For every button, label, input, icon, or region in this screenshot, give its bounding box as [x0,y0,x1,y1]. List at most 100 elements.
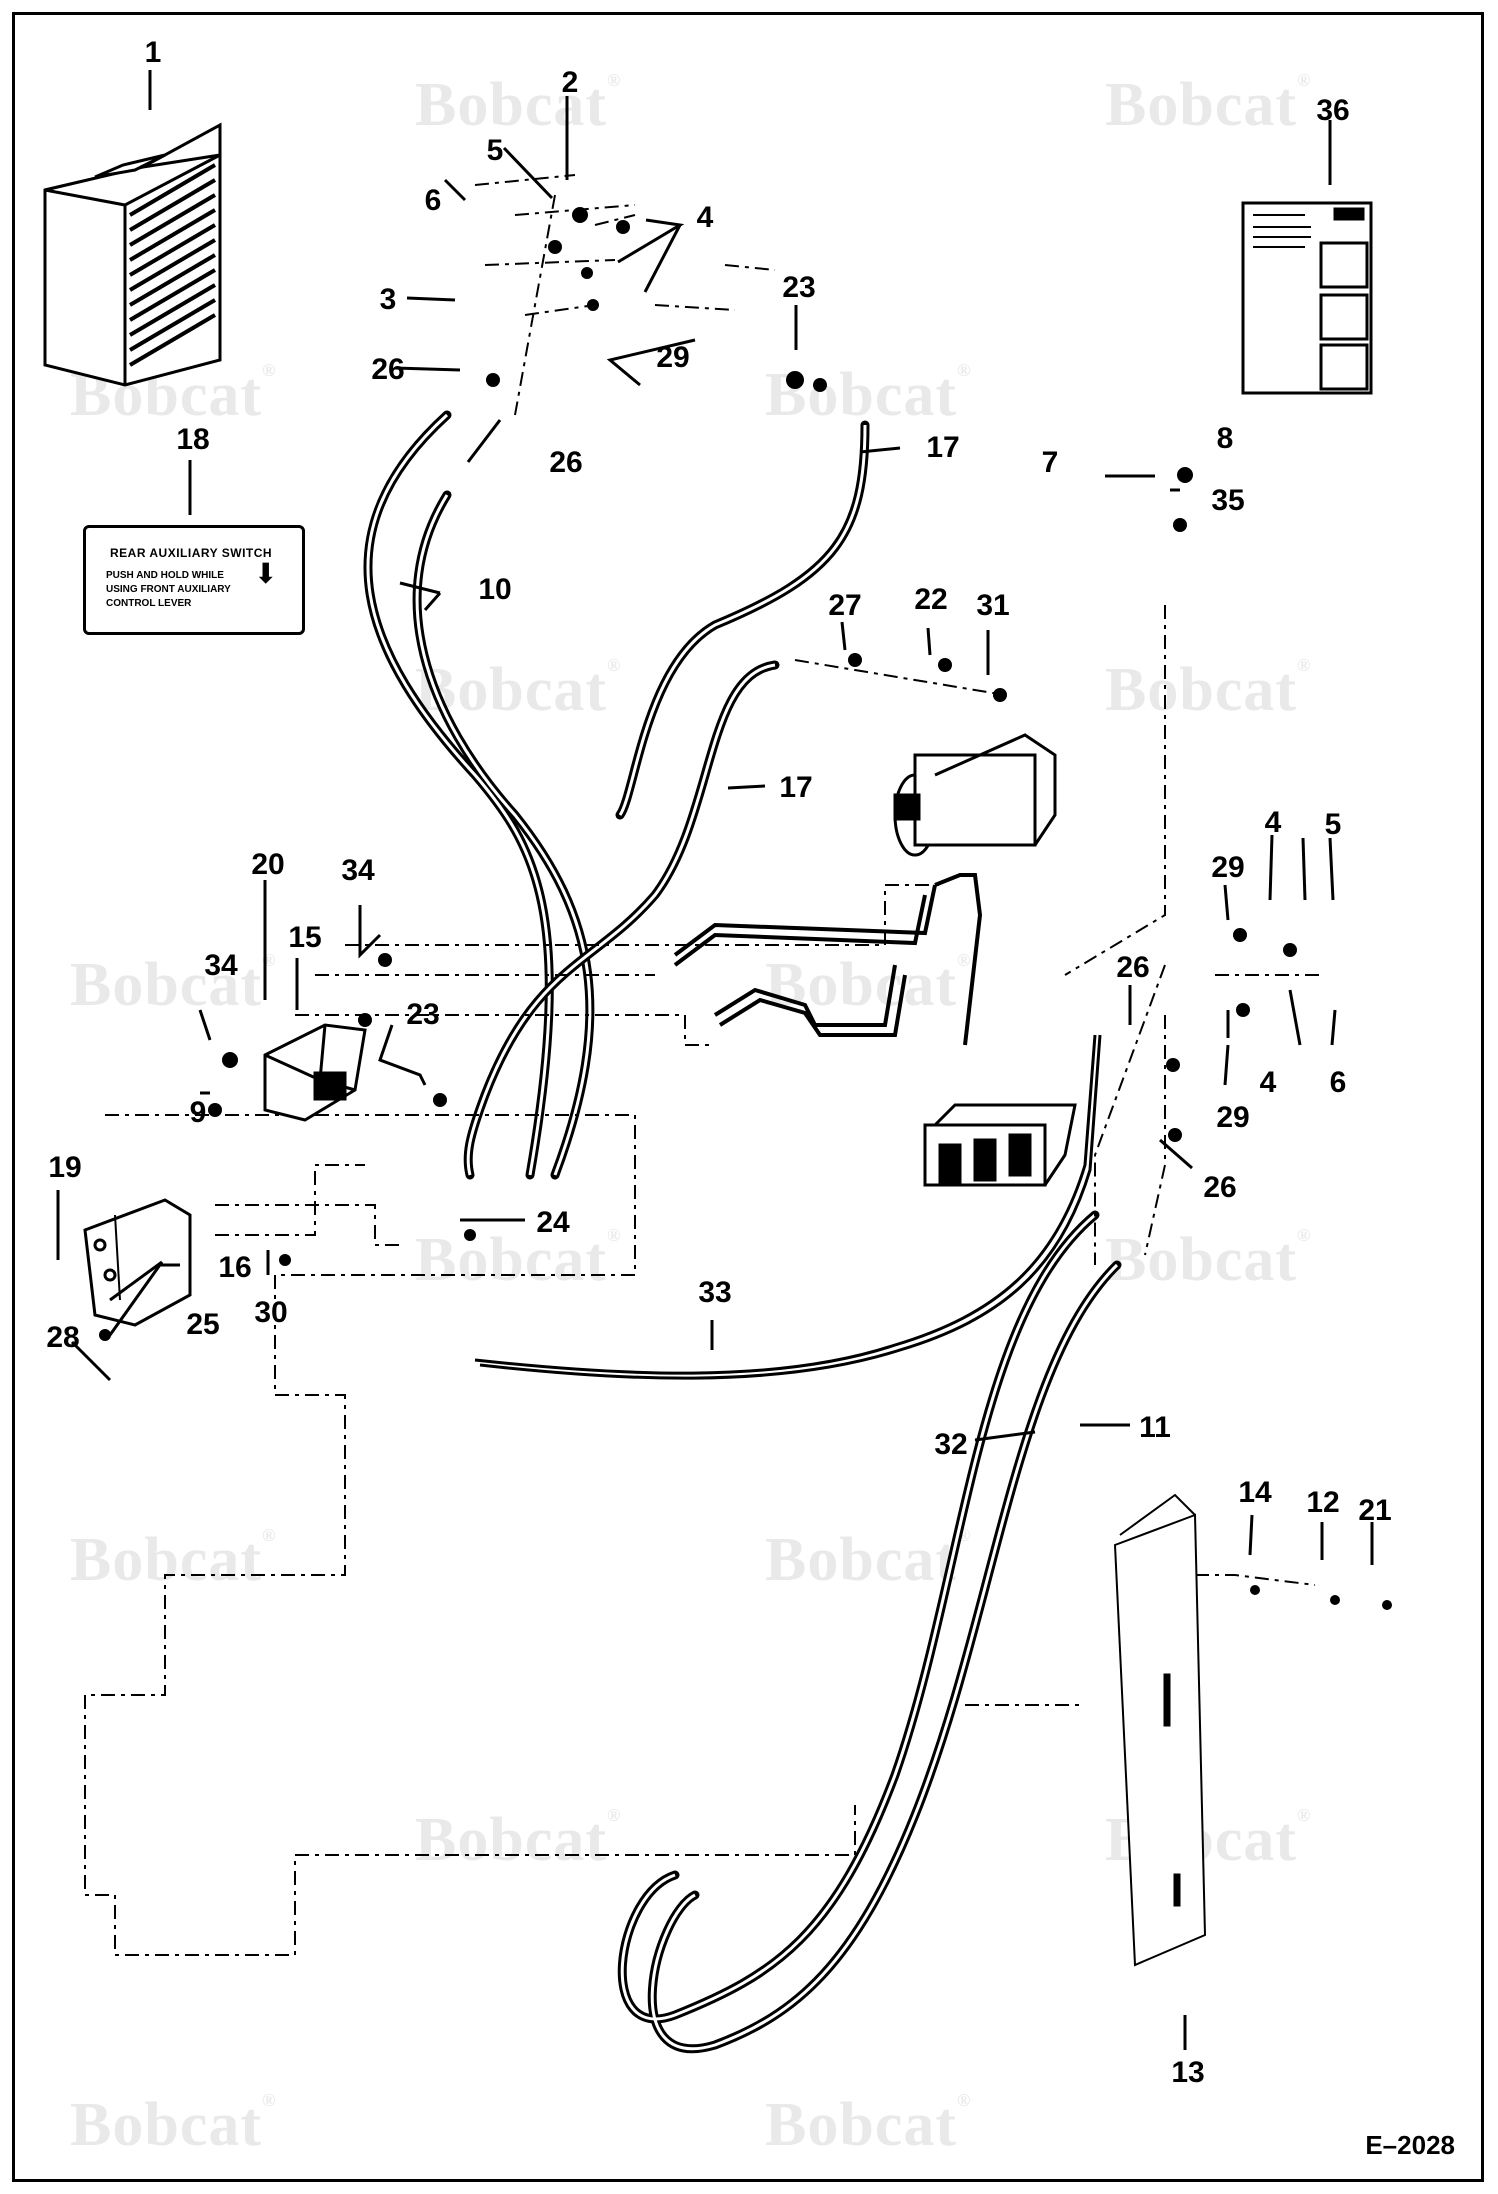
callout-3: 3 [379,283,397,316]
callout-23: 23 [406,998,440,1031]
callout-29: 29 [1211,851,1245,884]
watermark-text: Bobcat [415,71,607,139]
callout-35: 35 [1211,484,1245,517]
manifold-block [263,1023,367,1122]
control-valve [923,1103,1077,1187]
routing-lines [84,174,1325,1956]
watermark-bobcat: Bobcat® [70,1525,276,1596]
callout-4: 4 [696,201,714,234]
callout-29: 29 [1216,1101,1250,1134]
watermark-text: Bobcat [70,2091,262,2159]
watermark-registered-mark: ® [957,950,972,970]
watermark-registered-mark: ® [957,360,972,380]
kit-carton [43,122,222,387]
callout-26: 26 [1116,951,1150,984]
callout-5: 5 [486,134,504,167]
watermark-text: Bobcat [70,951,262,1019]
watermark-text: Bobcat [1105,1226,1297,1294]
arrow-down-icon: ⬇ [254,558,278,589]
watermark-bobcat: Bobcat® [765,2090,971,2161]
mounting-plate [1113,1493,1207,1967]
callout-4: 4 [1259,1066,1277,1099]
diagram-frame: Bobcat®Bobcat®Bobcat®Bobcat®Bobcat®Bobca… [12,12,1484,2182]
watermark-text: Bobcat [415,1806,607,1874]
callout-6: 6 [424,184,442,217]
watermark-registered-mark: ® [1297,655,1312,675]
watermark-text: Bobcat [1105,71,1297,139]
decal-line-2: USING FRONT AUXILIARY [106,584,231,595]
callout-14: 14 [1238,1476,1272,1509]
decal-title: REAR AUXILIARY SWITCH [110,546,273,560]
watermark-registered-mark: ® [607,1805,622,1825]
callout-7: 7 [1041,446,1059,479]
callout-12: 12 [1306,1486,1340,1519]
callout-2: 2 [561,66,579,99]
watermark-bobcat: Bobcat® [1105,655,1311,726]
callout-17: 17 [926,431,960,464]
callout-8: 8 [1216,422,1234,455]
watermark-registered-mark: ® [1297,70,1312,90]
callout-26: 26 [549,446,583,479]
watermark-bobcat: Bobcat® [765,360,971,431]
callout-24: 24 [536,1206,570,1239]
watermark-registered-mark: ® [957,2090,972,2110]
watermark-text: Bobcat [415,1226,607,1294]
callout-13: 13 [1171,2056,1205,2089]
watermark-registered-mark: ® [262,2090,277,2110]
watermark-bobcat: Bobcat® [415,1805,621,1876]
callout-16: 16 [218,1251,252,1284]
bracket-16 [83,1198,192,1327]
callout-25: 25 [186,1308,220,1341]
watermark-bobcat: Bobcat® [70,2090,276,2161]
watermark-bobcat: Bobcat® [765,1525,971,1596]
callout-34: 34 [204,949,238,982]
callout-36: 36 [1316,94,1350,127]
callout-26: 26 [1203,1171,1237,1204]
callout-31: 31 [976,589,1010,622]
callout-28: 28 [46,1321,80,1354]
callout-20: 20 [251,848,285,881]
callout-19: 19 [48,1151,82,1184]
callout-22: 22 [914,583,948,616]
watermark-text: Bobcat [765,2091,957,2159]
callout-15: 15 [288,921,322,954]
callout-29: 29 [656,341,690,374]
callout-30: 30 [254,1296,288,1329]
watermark-bobcat: Bobcat® [1105,1225,1311,1296]
manual-sheet [1241,201,1373,395]
watermark-bobcat: Bobcat® [415,1225,621,1296]
watermark-bobcat: Bobcat® [70,950,276,1021]
callout-1: 1 [144,36,162,69]
watermark-bobcat: Bobcat® [765,950,971,1021]
callout-34: 34 [341,854,375,887]
callout-27: 27 [828,589,862,622]
callout-17: 17 [779,771,813,804]
pump [893,733,1057,857]
parts-diagram [43,122,1392,2053]
watermark-registered-mark: ® [262,1525,277,1545]
callout-18: 18 [176,423,210,456]
watermark-registered-mark: ® [607,655,622,675]
steel-tubes [673,873,983,1046]
decal-line-1: PUSH AND HOLD WHILE [106,570,224,581]
watermark-registered-mark: ® [262,360,277,380]
watermark-bobcat: Bobcat® [1105,70,1311,141]
harness-33 [474,1034,1102,1380]
watermark-registered-mark: ® [607,70,622,90]
watermark-registered-mark: ® [607,1225,622,1245]
callout-5: 5 [1324,808,1342,841]
watermark-registered-mark: ® [1297,1805,1312,1825]
watermark-bobcat: Bobcat® [70,360,276,431]
callout-32: 32 [934,1428,968,1461]
callout-9: 9 [189,1096,207,1129]
hose-10 [363,410,595,1180]
fittings [99,207,1392,1610]
watermark-bobcat: Bobcat® [415,70,621,141]
hose-11-32 [617,1210,1122,2053]
decal-line-3: CONTROL LEVER [106,598,192,609]
watermark-text: Bobcat [765,951,957,1019]
callout-10: 10 [478,573,512,606]
rear-auxiliary-switch-decal: REAR AUXILIARY SWITCH PUSH AND HOLD WHIL… [83,525,305,635]
callout-11: 11 [1139,1411,1171,1444]
callout-26: 26 [371,353,405,386]
